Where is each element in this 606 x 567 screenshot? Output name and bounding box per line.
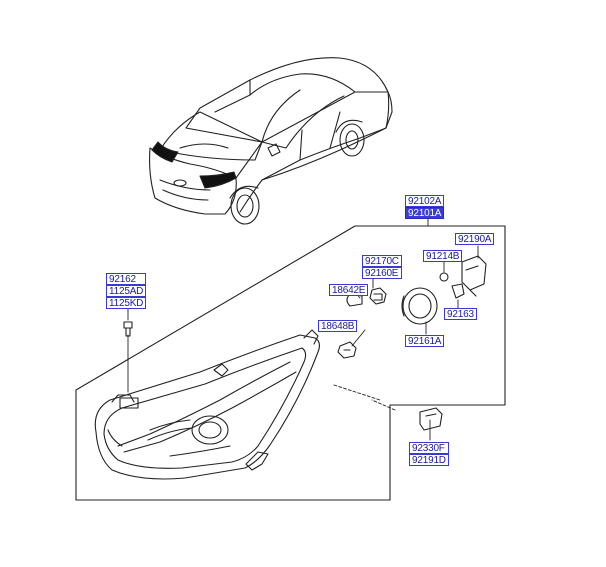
label-small-cap[interactable]: 91214B xyxy=(423,250,463,262)
car-illustration xyxy=(149,57,393,225)
label-bracket-2[interactable]: 1125AD xyxy=(106,285,147,297)
small-cap xyxy=(439,272,449,282)
label-assembly-2[interactable]: 92101A xyxy=(405,207,445,219)
parts-frame xyxy=(75,225,506,501)
label-connector-1[interactable]: 92330F xyxy=(409,442,449,454)
bracket-label-group: 92162 1125AD 1125KD xyxy=(106,273,147,309)
screw xyxy=(123,321,133,337)
label-socket-1[interactable]: 92170C xyxy=(362,255,402,267)
actuator xyxy=(461,255,487,297)
label-socket-2[interactable]: 92160E xyxy=(362,267,402,279)
label-connector-2[interactable]: 92191D xyxy=(409,454,449,466)
connector-label-group: 92330F 92191D xyxy=(409,442,449,466)
clip xyxy=(451,283,465,299)
bulb-socket xyxy=(369,287,387,305)
bulb-18648B xyxy=(337,341,357,359)
label-actuator[interactable]: 92190A xyxy=(455,233,495,245)
assembly-label-group: 92102A 92101A xyxy=(405,195,445,219)
label-bracket-1[interactable]: 92162 xyxy=(106,273,147,285)
label-bulb-18648B[interactable]: 18648B xyxy=(318,320,358,332)
leader-lines xyxy=(127,217,479,441)
dust-cap xyxy=(401,287,438,325)
label-dust-cap[interactable]: 92161A xyxy=(405,335,445,347)
connector xyxy=(419,407,443,431)
headlamp-assembly xyxy=(94,329,321,480)
socket-label-group: 92170C 92160E xyxy=(362,255,402,279)
label-bracket-3[interactable]: 1125KD xyxy=(106,297,147,309)
label-bulb-18642E[interactable]: 18642E xyxy=(329,284,369,296)
label-assembly-1[interactable]: 92102A xyxy=(405,195,445,207)
label-clip[interactable]: 92163 xyxy=(444,308,477,320)
